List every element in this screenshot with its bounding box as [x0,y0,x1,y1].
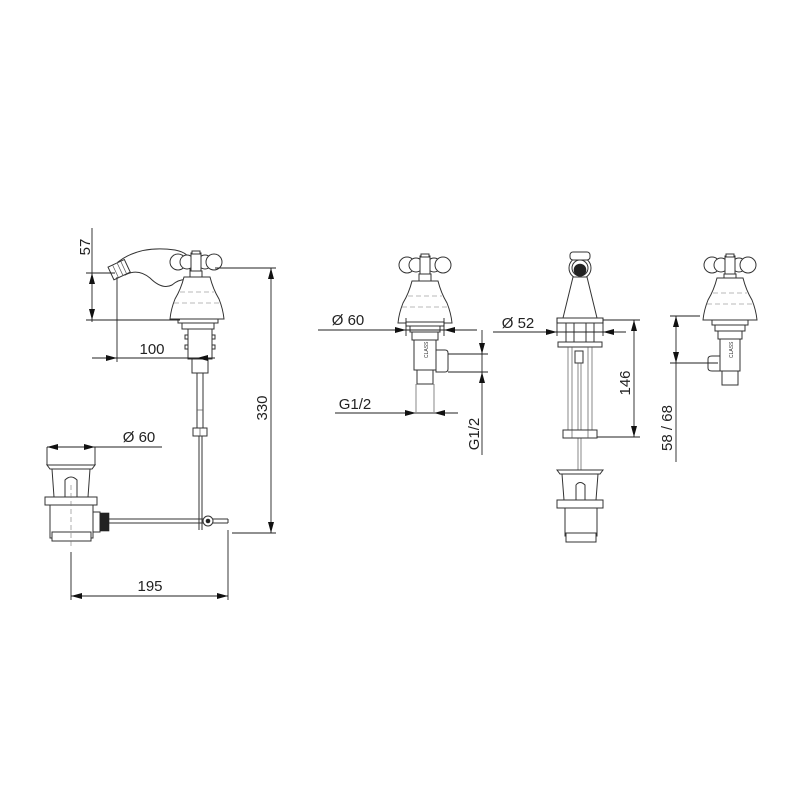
svg-text:CLASS: CLASS [424,341,430,358]
dim-flange-diameter-label: Ø 60 [332,312,365,329]
crosshead-handle [169,250,223,272]
svg-text:CLASS: CLASS [729,341,735,358]
waste-fitting [556,469,604,543]
dim-thread-vertical-label: G1/2 [466,418,483,451]
valve-body [397,280,453,324]
dim-waste-offset-label: 195 [137,578,162,595]
valve-side-view: CLASS 58 / 68 [659,253,758,462]
spout-front-view: Ø 52 146 [493,251,640,543]
dim-total-height-label: 330 [254,395,271,420]
dim-spout-reach-label: 100 [139,341,164,358]
side-view: 57 100 330 Ø 60 195 [44,228,276,600]
dim-shank-length-label: 146 [617,370,634,395]
dim-waste-diameter-label: Ø 60 [123,429,156,446]
crosshead-handle [398,253,452,275]
dim-spout-height-label: 57 [77,239,94,256]
dim-outlet-height-label: 58 / 68 [659,405,676,451]
waste-fitting [44,464,110,548]
valve-body [702,277,758,321]
valve-front-view: CLASS Ø 60 G1/2 G1/2 [318,253,488,455]
valve-body [169,276,225,320]
dim-spout-flange-diameter-label: Ø 52 [502,315,535,332]
crosshead-handle [703,253,757,275]
dim-thread-horizontal-label: G1/2 [339,396,372,413]
